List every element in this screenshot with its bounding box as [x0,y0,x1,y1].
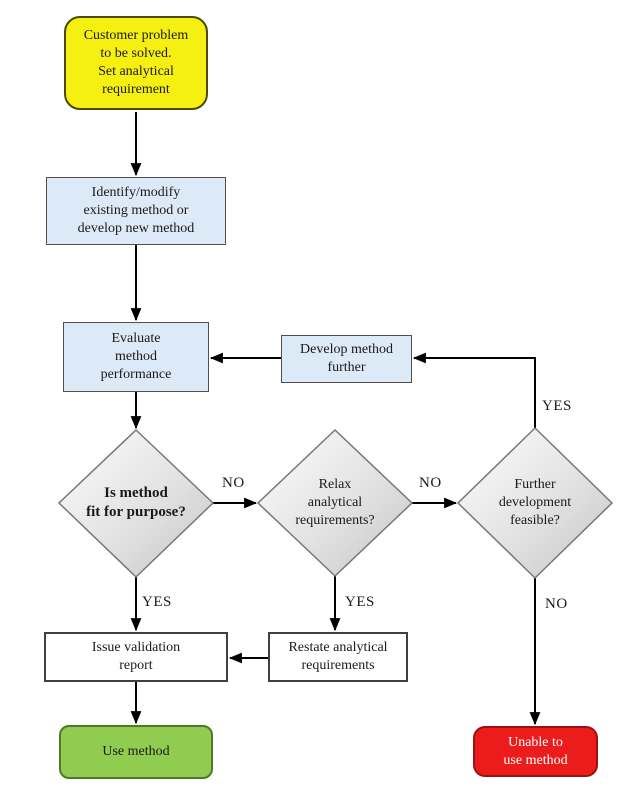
start-node: Customer problem to be solved. Set analy… [64,16,208,110]
relax-requirements-diamond-shape [256,428,414,578]
edge-label-fit-yes: YES [142,594,172,610]
unable-to-use-node: Unable to use method [473,726,598,777]
further-development-diamond-shape [456,426,614,580]
develop-further-node: Develop method further [281,335,412,383]
edge-label-further-yes: YES [542,398,572,414]
edge-label-relax-no: NO [419,475,442,491]
edge-label-further-no: NO [545,596,568,612]
identify-method-node: Identify/modify existing method or devel… [46,177,226,245]
evaluate-performance-node: Evaluate method performance [63,322,209,392]
fit-for-purpose-diamond-shape [57,428,215,579]
edge-label-fit-no: NO [222,475,245,491]
edge-label-relax-yes: YES [345,594,375,610]
issue-report-node: Issue validation report [44,632,228,682]
restate-requirements-node: Restate analytical requirements [268,632,408,682]
use-method-node: Use method [59,725,213,779]
edge-further-yes-to-develop [412,352,536,428]
